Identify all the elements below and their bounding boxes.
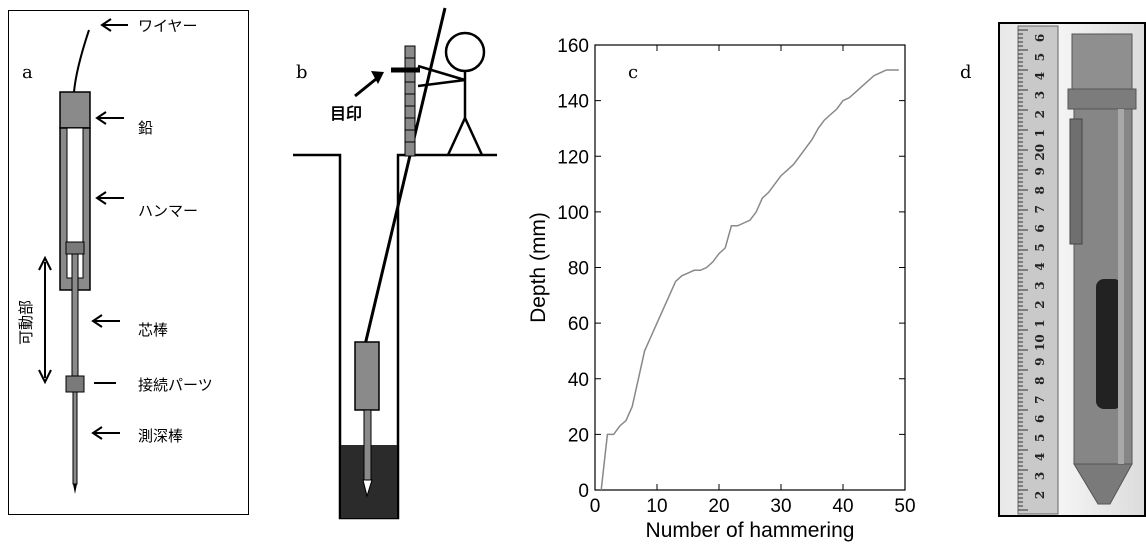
ruler-digit: 3 xyxy=(1033,281,1047,289)
x-tick-label: 30 xyxy=(770,496,791,517)
ruler-digit: 6 xyxy=(1033,224,1047,232)
label-hammer: ハンマー xyxy=(138,202,199,220)
sounding-rod-tip xyxy=(73,484,77,494)
ruler-digit: 2 xyxy=(1033,110,1047,118)
ruler-digit: 6 xyxy=(1033,34,1047,42)
label-lead: 鉛 xyxy=(138,119,154,137)
x-tick-label: 50 xyxy=(894,496,915,517)
ruler-digit: 4 xyxy=(1033,262,1047,270)
x-tick-label: 20 xyxy=(708,496,729,517)
y-axis-title: Depth (mm) xyxy=(527,212,550,323)
ruler-digit: 5 xyxy=(1033,53,1047,61)
wire xyxy=(73,29,90,93)
field-setup-diagram xyxy=(293,7,497,520)
x-axis-title: Number of hammering xyxy=(646,519,855,542)
ruler-digit: 20 xyxy=(1033,144,1047,161)
ruler-digit: 5 xyxy=(1033,434,1047,442)
penetrometer-diagram xyxy=(38,18,128,494)
label-mark: 目印 xyxy=(330,104,363,123)
panel-c-letter: c xyxy=(628,62,639,83)
ruler-digit: 1 xyxy=(1033,129,1047,137)
ruler-digit: 2 xyxy=(1033,491,1047,499)
probe-tip xyxy=(1073,463,1133,505)
y-tick-label: 140 xyxy=(557,92,589,113)
ruler-digit: 3 xyxy=(1033,91,1047,99)
label-sounding-rod: 測深棒 xyxy=(138,427,184,445)
ruler-digit: 4 xyxy=(1033,453,1047,461)
connector xyxy=(65,375,85,393)
core-rod-stopper xyxy=(65,241,85,255)
ruler-digit: 3 xyxy=(1033,472,1047,480)
y-tick-label: 100 xyxy=(557,203,589,224)
ruler-digit: 7 xyxy=(1033,396,1047,404)
y-tick-label: 160 xyxy=(557,36,589,57)
x-tick-label: 40 xyxy=(832,496,853,517)
core-rod xyxy=(71,253,79,377)
probe-window xyxy=(1096,279,1122,409)
label-core-rod: 芯棒 xyxy=(138,321,169,339)
y-tick-label: 20 xyxy=(568,425,589,446)
panel-d-letter: d xyxy=(960,62,972,83)
operator-figure xyxy=(417,31,486,156)
ruler-digit: 8 xyxy=(1033,186,1047,194)
y-tick-label: 120 xyxy=(557,147,589,168)
panel-a xyxy=(8,10,249,515)
ruler-digit: 9 xyxy=(1033,167,1047,175)
ruler-digit: 2 xyxy=(1033,300,1047,308)
label-wire: ワイヤー xyxy=(138,17,198,35)
ruler-digit: 5 xyxy=(1033,243,1047,251)
ruler-digit: 7 xyxy=(1033,205,1047,213)
ruler-digit: 10 xyxy=(1033,334,1047,351)
photo-penetrometer: 6 5 4 3 2 1 20 9 8 7 6 5 4 3 2 1 10 9 8 7 6 5 4 3 2 xyxy=(998,22,1146,517)
probe-highlight xyxy=(1118,109,1124,464)
penetrometer-tip xyxy=(362,479,373,498)
wire xyxy=(363,7,447,346)
y-tick-label: 80 xyxy=(568,259,589,280)
y-tick-label: 40 xyxy=(568,370,589,391)
label-connector: 接続パーツ xyxy=(138,376,213,394)
ruler-digit: 6 xyxy=(1033,415,1047,423)
x-tick-label: 0 xyxy=(590,496,601,517)
ruler-digit: 4 xyxy=(1033,72,1047,80)
panel-b-letter: b xyxy=(296,62,308,83)
photo-content: 6 5 4 3 2 1 20 9 8 7 6 5 4 3 2 1 10 9 8 7 6 5 4 3 2 xyxy=(1017,25,1137,515)
probe-collar xyxy=(1067,88,1137,110)
y-tick-label: 0 xyxy=(578,481,589,502)
label-arrows xyxy=(91,18,128,440)
ruler-digit: 1 xyxy=(1033,319,1047,327)
y-tick-label: 60 xyxy=(568,314,589,335)
penetrometer-rod xyxy=(363,409,372,481)
ruler-digit: 9 xyxy=(1033,358,1047,366)
depth-series-line xyxy=(600,69,899,491)
probe-sleeve xyxy=(1069,118,1083,245)
probe-cap xyxy=(1071,33,1133,90)
lead-weight xyxy=(59,91,91,129)
x-tick-label: 10 xyxy=(646,496,667,517)
graduated-staff xyxy=(404,45,416,157)
penetrometer-weight xyxy=(354,341,380,411)
panel-a-letter: a xyxy=(22,62,33,83)
mark-arrow-head xyxy=(371,71,384,84)
plot-frame xyxy=(594,44,906,491)
label-movable-part: 可動部 xyxy=(17,299,36,346)
sounding-rod xyxy=(72,391,78,485)
movable-arrow-down xyxy=(38,369,52,385)
movable-arrow-up xyxy=(38,255,52,271)
ruler-digit: 8 xyxy=(1033,377,1047,385)
